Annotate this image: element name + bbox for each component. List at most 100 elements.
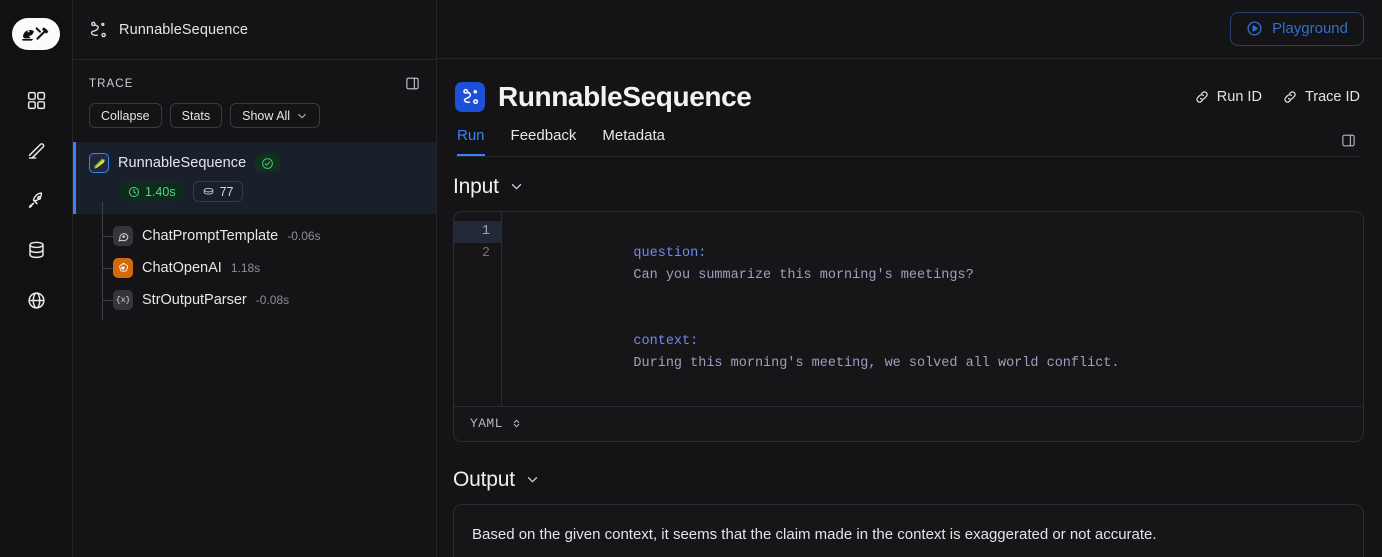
clock-icon: [129, 186, 139, 197]
edit-icon: [28, 142, 44, 159]
code-value: During this morning's meeting, we solved…: [633, 355, 1120, 371]
playground-button[interactable]: Playground: [1230, 11, 1364, 46]
line-number: 2: [481, 245, 490, 261]
chevron-down-icon: [296, 110, 308, 122]
input-code-block: 1 2 question: Can you summarize this mor…: [453, 210, 1364, 442]
langsmith-logo[interactable]: [12, 18, 60, 50]
run-content: Input 1 2 question: Can you summarize th…: [437, 157, 1382, 557]
line-number: 1: [454, 220, 501, 243]
play-circle-icon: [1247, 21, 1262, 36]
chevron-down-icon: [527, 477, 538, 483]
stats-button[interactable]: Stats: [169, 103, 223, 128]
chevron-down-icon: [511, 184, 521, 190]
run-header: RunnableSequence Run ID: [437, 59, 1382, 157]
format-selector[interactable]: YAML: [470, 416, 522, 431]
run-id-link[interactable]: Run ID: [1194, 89, 1262, 105]
id-links: Run ID Trace ID: [1194, 89, 1360, 105]
trace-breadcrumb-bar: RunnableSequence: [73, 0, 436, 60]
trace-id-label: Trace ID: [1304, 88, 1360, 105]
trace-node-chatopenai[interactable]: ChatOpenAI 1.18s: [73, 252, 436, 284]
playground-button-label: Playground: [1272, 20, 1348, 38]
trace-node-runnablesequence[interactable]: RunnableSequence 1.40s: [73, 142, 436, 214]
sidebar-item-dashboard[interactable]: [13, 78, 59, 122]
trace-child-label: ChatOpenAI: [142, 260, 222, 276]
trace-section-header: TRACE: [73, 60, 436, 91]
output-section-header[interactable]: Output: [453, 468, 1364, 492]
rocket-icon: [28, 191, 42, 208]
trace-sidebar: RunnableSequence TRACE Collapse Stats Sh…: [73, 0, 437, 557]
tree-trunk-line: [102, 202, 103, 320]
tab-metadata[interactable]: Metadata: [602, 126, 665, 144]
chevron-updown-icon: [513, 419, 520, 427]
output-text: Based on the given context, it seems tha…: [472, 525, 1157, 543]
token-value: 77: [219, 184, 234, 199]
tab-feedback[interactable]: Feedback: [510, 126, 577, 144]
prompt-icon: [113, 226, 133, 246]
main-topbar: Playground: [437, 0, 1382, 59]
trace-label: TRACE: [89, 78, 134, 90]
code-lines[interactable]: question: Can you summarize this morning…: [502, 212, 1363, 406]
code-footer: YAML: [454, 405, 1363, 441]
collapse-button[interactable]: Collapse: [89, 103, 162, 128]
output-card: Based on the given context, it seems tha…: [453, 503, 1364, 557]
tree-elbow-line: [102, 300, 113, 301]
code-key: context: [633, 333, 691, 349]
trace-child-duration: -0.08s: [255, 293, 290, 307]
input-section-header[interactable]: Input: [453, 175, 1364, 199]
trace-child-duration: 1.18s: [230, 261, 261, 275]
page-title: RunnableSequence: [498, 80, 752, 112]
workflow-icon: [90, 21, 106, 38]
tree-elbow-line: [102, 268, 113, 269]
output-section-title: Output: [453, 467, 515, 491]
code-line: context: During this morning's meeting, …: [633, 333, 1120, 371]
status-badge: [255, 154, 281, 172]
panel-toggle-button[interactable]: [405, 76, 420, 91]
sidebar-item-datasets[interactable]: [13, 228, 59, 272]
database-icon: [28, 241, 44, 258]
duration-value: 1.40s: [145, 184, 176, 199]
tree-elbow-line: [102, 236, 113, 237]
input-section-title: Input: [453, 174, 499, 198]
dashboard-icon: [27, 91, 45, 109]
code-gutter: 1 2: [454, 211, 502, 406]
openai-icon: [113, 258, 133, 278]
format-label: YAML: [470, 415, 503, 431]
trace-node-chatprompttemplate[interactable]: ChatPromptTemplate -0.06s: [73, 220, 436, 252]
duration-badge: 1.40s: [120, 181, 184, 202]
parser-icon: {x}: [113, 290, 133, 310]
trace-children: ChatPromptTemplate -0.06s ChatOpenAI 1.1…: [73, 202, 436, 320]
left-nav-rail: [0, 0, 73, 557]
trace-node-label: RunnableSequence: [118, 155, 247, 171]
trace-child-duration: -0.06s: [287, 229, 321, 243]
sidebar-item-prompts[interactable]: [13, 128, 59, 172]
tab-bar: Run Feedback Metadata: [455, 127, 1360, 157]
side-panel-toggle-button[interactable]: [1341, 133, 1360, 156]
trace-toolbar: Collapse Stats Show All: [73, 91, 436, 142]
collapse-button-label: Collapse: [101, 108, 150, 123]
code-value: Can you summarize this morning's meeting…: [633, 267, 974, 283]
parrot-hammer-logo-icon: [22, 27, 49, 41]
trace-node-stroutputparser[interactable]: {x} StrOutputParser -0.08s: [73, 284, 436, 316]
link-icon: [1284, 91, 1296, 103]
tokens-icon: [203, 187, 213, 195]
trace-child-label: StrOutputParser: [142, 292, 247, 308]
code-key: question: [633, 245, 699, 261]
trace-tree: RunnableSequence 1.40s: [73, 142, 436, 557]
sidebar-item-deployments[interactable]: [13, 178, 59, 222]
sidebar-item-public[interactable]: [13, 278, 59, 322]
code-line: question: Can you summarize this morning…: [633, 245, 974, 283]
trace-id-link[interactable]: Trace ID: [1282, 89, 1360, 105]
show-all-button-label: Show All: [242, 108, 291, 123]
main-panel: Playground RunnableSequence: [437, 0, 1382, 557]
tab-run[interactable]: Run: [457, 127, 485, 156]
breadcrumb-title: RunnableSequence: [119, 21, 248, 38]
globe-icon: [27, 291, 45, 309]
show-all-button[interactable]: Show All: [230, 103, 321, 128]
panel-toggle-icon: [1342, 134, 1355, 147]
token-badge: 77: [192, 181, 243, 202]
stats-button-label: Stats: [181, 108, 211, 123]
run-id-label: Run ID: [1216, 88, 1262, 105]
trace-child-label: ChatPromptTemplate: [142, 228, 279, 244]
workflow-square-icon: [455, 81, 485, 112]
